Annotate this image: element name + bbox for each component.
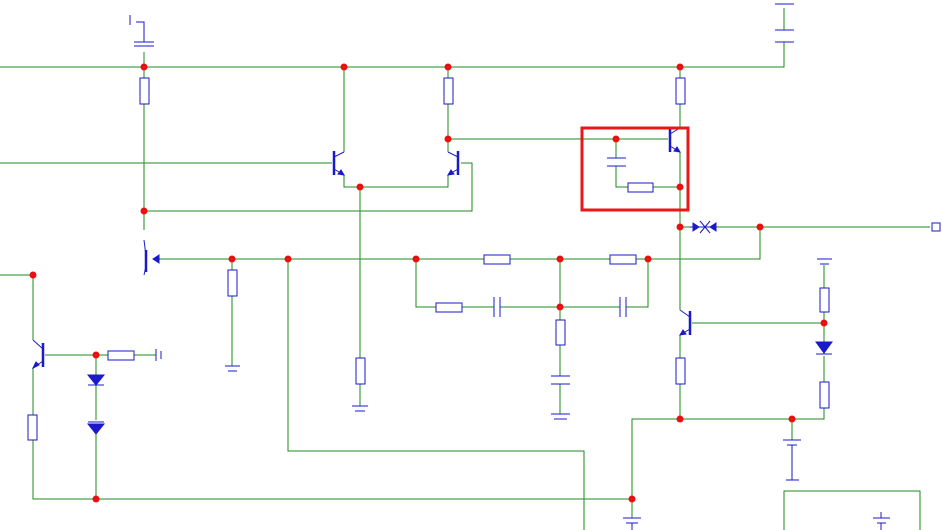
junction-dot bbox=[444, 135, 452, 143]
wire-rc-right bbox=[560, 259, 649, 308]
resistor-r11 bbox=[675, 357, 686, 385]
junction-dot bbox=[556, 255, 564, 263]
transistors bbox=[31, 127, 692, 370]
resistor-r12 bbox=[819, 287, 830, 313]
resistor-r5 bbox=[355, 357, 366, 385]
junction-dot bbox=[788, 415, 796, 423]
junction-dot bbox=[92, 351, 100, 359]
wire-bottom-right-box bbox=[783, 490, 921, 530]
resistor-r13 bbox=[819, 381, 830, 409]
resistors bbox=[27, 77, 830, 441]
resistor-r7 bbox=[609, 254, 637, 265]
ground-g5 bbox=[623, 517, 641, 530]
junction-dot bbox=[612, 135, 620, 143]
wire-rc-416 bbox=[415, 259, 560, 308]
resistor-r6 bbox=[483, 254, 511, 265]
junction-dot bbox=[140, 63, 148, 71]
capacitor-c6 bbox=[775, 3, 794, 43]
resistor-r15 bbox=[107, 350, 135, 361]
junction-dot bbox=[140, 207, 148, 215]
ground-g2 bbox=[352, 405, 368, 412]
resistor-r14 bbox=[27, 414, 38, 441]
junction-dot bbox=[756, 223, 764, 231]
junction-dot bbox=[820, 319, 828, 327]
resistor-r2 bbox=[443, 77, 454, 105]
ground-symbols bbox=[155, 258, 890, 530]
junction-dot bbox=[628, 495, 636, 503]
junction-dot bbox=[676, 183, 684, 191]
transistor-q6 bbox=[31, 339, 45, 370]
junction-dot bbox=[444, 63, 452, 71]
capacitors bbox=[129, 3, 794, 385]
wire-row-227-down bbox=[650, 227, 761, 260]
junction-dot bbox=[676, 63, 684, 71]
ground-g6 bbox=[873, 512, 890, 530]
ground-g1 bbox=[225, 365, 240, 372]
junction-dot bbox=[676, 415, 684, 423]
supply-left-battery bbox=[155, 349, 162, 361]
wire-col-824 bbox=[631, 265, 825, 518]
diodes bbox=[86, 341, 833, 435]
wires bbox=[0, 8, 930, 530]
resistor-r9 bbox=[555, 319, 566, 346]
diode-d1 bbox=[86, 374, 106, 386]
ground-g4 bbox=[783, 439, 801, 481]
resistor-r10 bbox=[627, 182, 654, 193]
wire-top-rail bbox=[0, 42, 785, 68]
junction-dot bbox=[284, 255, 292, 263]
transistor-q5 bbox=[679, 309, 692, 336]
junction-dots bbox=[29, 63, 828, 503]
probe-marker bbox=[690, 220, 717, 234]
junction-dot bbox=[412, 255, 420, 263]
junction-dot bbox=[644, 255, 652, 263]
resistor-r8 bbox=[435, 302, 463, 313]
transistor-q4 bbox=[143, 239, 160, 276]
junction-dot bbox=[92, 495, 100, 503]
output-port bbox=[931, 222, 941, 232]
junction-dot bbox=[228, 255, 236, 263]
wire-col-288 bbox=[287, 259, 585, 530]
wire-diffpair-tail bbox=[343, 175, 449, 188]
diode-d2 bbox=[86, 421, 106, 435]
resistor-r1 bbox=[139, 77, 150, 105]
capacitor-c3 bbox=[493, 297, 501, 317]
wire-row-211 bbox=[144, 162, 473, 212]
wire-col-33 bbox=[32, 275, 632, 500]
ground-g7 bbox=[817, 258, 832, 265]
junction-dot bbox=[676, 223, 684, 231]
capacitor-c2 bbox=[607, 157, 626, 167]
diode-d3 bbox=[815, 341, 833, 355]
junction-dot bbox=[29, 271, 37, 279]
resistor-r4 bbox=[227, 269, 238, 297]
transistor-q3 bbox=[668, 127, 681, 153]
capacitor-c5 bbox=[551, 375, 570, 385]
ground-g3 bbox=[551, 413, 570, 420]
resistor-r3 bbox=[675, 77, 686, 105]
selection-box[interactable] bbox=[580, 126, 690, 212]
capacitor-c4 bbox=[619, 297, 627, 317]
misc-markers bbox=[690, 220, 941, 234]
capacitor-c1 bbox=[129, 15, 154, 47]
junction-dot bbox=[356, 183, 364, 191]
junction-dot bbox=[556, 303, 564, 311]
transistor-q2 bbox=[447, 151, 460, 176]
junction-dot bbox=[340, 63, 348, 71]
transistor-q1 bbox=[332, 151, 345, 176]
